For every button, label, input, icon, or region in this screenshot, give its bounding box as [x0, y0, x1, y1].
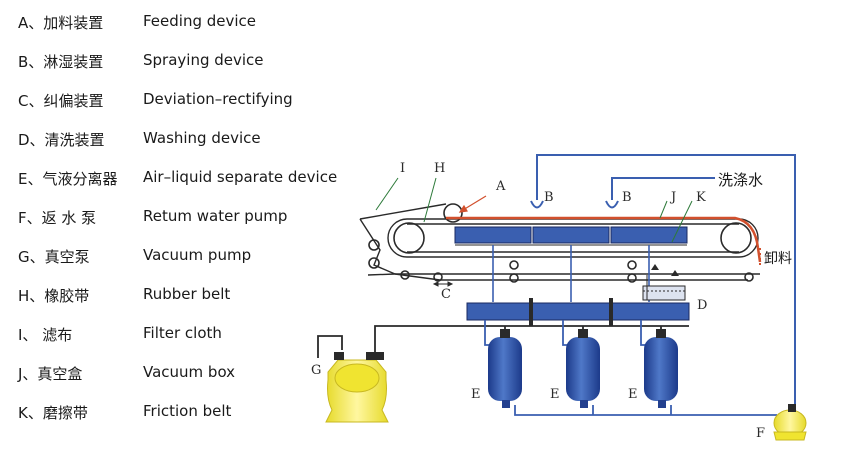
wash-water-label: 洗涤水	[718, 171, 763, 189]
head-roller	[368, 203, 754, 283]
label-j: J	[669, 190, 676, 205]
legend-en: Filter cloth	[143, 324, 222, 342]
label-b2: B	[622, 190, 632, 205]
legend-zh: H、橡胶带	[18, 287, 90, 305]
legend-en: Retum water pump	[143, 207, 288, 225]
wash-water-pipe	[536, 154, 796, 412]
separator-3	[644, 329, 678, 408]
legend-en: Rubber belt	[143, 285, 231, 303]
vacuum-manifold	[466, 302, 690, 321]
legend-zh: D、清洗装置	[18, 131, 105, 149]
label-g: G	[311, 363, 321, 378]
manifold-valves	[529, 298, 613, 326]
legend-en: Feeding device	[143, 12, 257, 30]
legend-en: Vacuum box	[143, 363, 236, 381]
leader-lines	[375, 177, 693, 243]
deviation-arrow	[432, 281, 454, 287]
vacuum-pump	[325, 352, 389, 423]
legend-en: Deviation–rectifying	[143, 90, 293, 108]
label-e1: E	[471, 387, 481, 402]
return-water-pump	[773, 404, 807, 441]
label-a: A	[495, 179, 506, 194]
legend-en: Washing device	[143, 129, 261, 147]
label-b1: B	[544, 190, 554, 205]
legend-en: Vacuum pump	[143, 246, 252, 264]
discharge-label: 卸料	[764, 251, 792, 267]
legend-zh: C、纠偏装置	[18, 92, 104, 110]
label-d: D	[697, 298, 707, 313]
legend-zh: J、真空盒	[18, 365, 83, 383]
label-k: K	[696, 190, 706, 205]
legend-zh: G、真空泵	[18, 248, 90, 266]
legend-zh: I、 滤布	[18, 326, 73, 344]
label-i: I	[400, 161, 405, 176]
legend-en: Friction belt	[143, 402, 232, 420]
label-e2: E	[550, 387, 560, 402]
label-c: C	[441, 287, 451, 302]
legend-zh: B、淋湿装置	[18, 53, 104, 71]
separator-1	[488, 329, 522, 408]
legend-zh: K、磨擦带	[18, 404, 88, 422]
legend-zh: F、返 水 泵	[18, 209, 97, 227]
filter-cloth	[446, 216, 762, 263]
label-f: F	[756, 426, 765, 441]
legend-zh: A、加料装置	[18, 14, 104, 32]
label-h: H	[434, 161, 445, 176]
legend-zh: E、气液分离器	[18, 170, 118, 188]
label-e3: E	[628, 387, 638, 402]
feed-arrow	[458, 195, 487, 213]
separator-2	[566, 329, 600, 408]
vacuum-boxes	[454, 226, 688, 244]
washing-tank	[642, 264, 686, 301]
spray-nozzles	[530, 200, 619, 209]
legend-en: Spraying device	[143, 51, 264, 69]
legend-en: Air–liquid separate device	[143, 168, 338, 186]
